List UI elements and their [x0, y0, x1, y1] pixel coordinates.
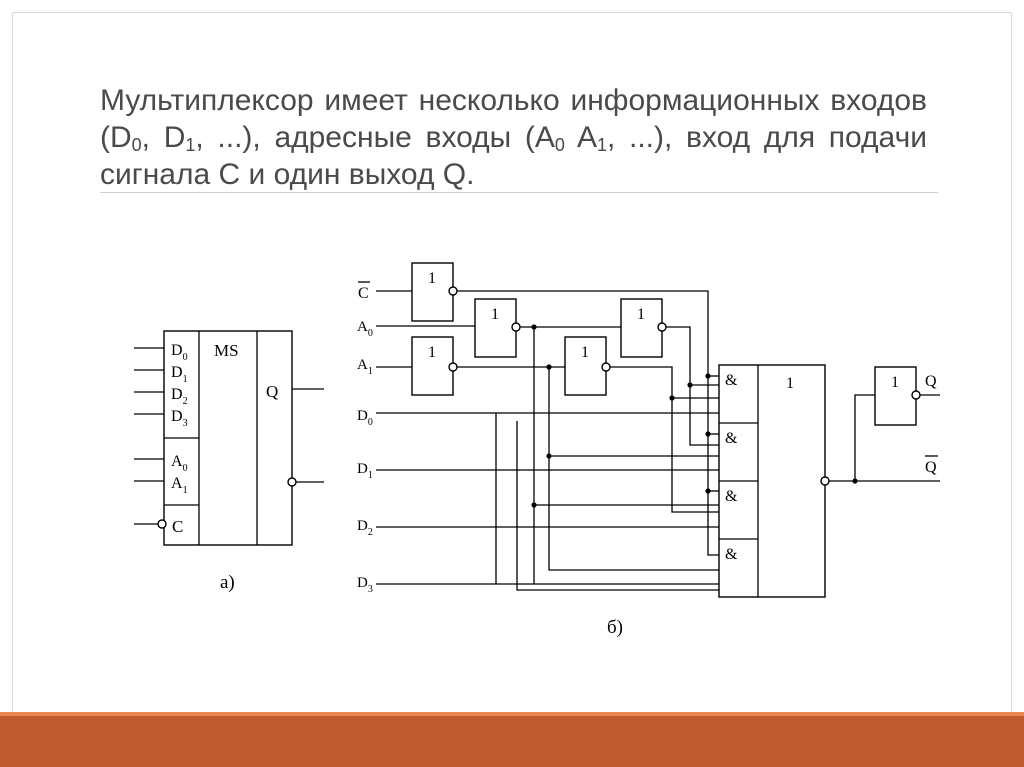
input-a1-label: A1 [357, 357, 373, 377]
mux-symbol: MS Q C а) [163, 330, 293, 593]
and-gate-1: & [725, 372, 738, 389]
svg-text:1: 1 [428, 344, 436, 361]
mux-input-a1: A1 [171, 475, 188, 496]
mux-inverse-output-bubble [287, 477, 297, 487]
svg-text:1: 1 [428, 270, 436, 287]
title-divider [100, 192, 938, 193]
not-gate-a1-double: 1 [564, 336, 611, 396]
not-gate-c: 1 [411, 262, 458, 322]
mux-input-d3: D3 [171, 408, 188, 429]
mux-input-a0: A0 [171, 453, 188, 474]
output-stage: 1 Q Q [829, 366, 940, 484]
and-gate-3: & [725, 488, 738, 505]
input-d2-label: D2 [357, 518, 373, 538]
slide-title: Мультиплексор имеет несколько информацио… [100, 84, 927, 191]
mux-input-d1: D1 [171, 364, 188, 385]
footer-accent [0, 712, 1024, 716]
mux-label: MS [214, 341, 239, 360]
output-qbar-label: Q [925, 459, 937, 476]
output-q-label: Q [925, 373, 937, 390]
footer-bar [0, 712, 1024, 767]
mux-input-d2: D2 [171, 386, 188, 407]
svg-text:1: 1 [491, 306, 499, 323]
not-gate-a0-double: 1 [620, 298, 667, 358]
internal-wires [457, 290, 719, 591]
input-c-label: C [358, 285, 369, 302]
and-gate-4: & [725, 546, 738, 563]
svg-text:1: 1 [637, 306, 645, 323]
caption-b: б) [607, 617, 623, 638]
not-gate-a1: 1 [411, 336, 458, 396]
svg-text:1: 1 [581, 344, 589, 361]
input-d3-label: D3 [357, 575, 373, 595]
input-wires [376, 290, 719, 585]
mux-strobe-label: C [172, 517, 183, 536]
and-or-block: & & & & 1 [718, 364, 830, 598]
wire-junctions [531, 324, 711, 508]
mux-output-label: Q [266, 382, 278, 401]
svg-text:1: 1 [891, 374, 899, 391]
and-gate-2: & [725, 430, 738, 447]
mux-input-d0: D0 [171, 342, 188, 363]
input-d0-label: D0 [357, 408, 373, 428]
not-gate-a0: 1 [474, 298, 521, 358]
input-a0-label: A0 [357, 319, 373, 339]
mux-wires [134, 347, 324, 529]
input-d1-label: D1 [357, 461, 373, 481]
caption-a: а) [220, 572, 235, 593]
or-gate-label: 1 [786, 375, 794, 392]
strobe-inversion-bubble [157, 519, 167, 529]
